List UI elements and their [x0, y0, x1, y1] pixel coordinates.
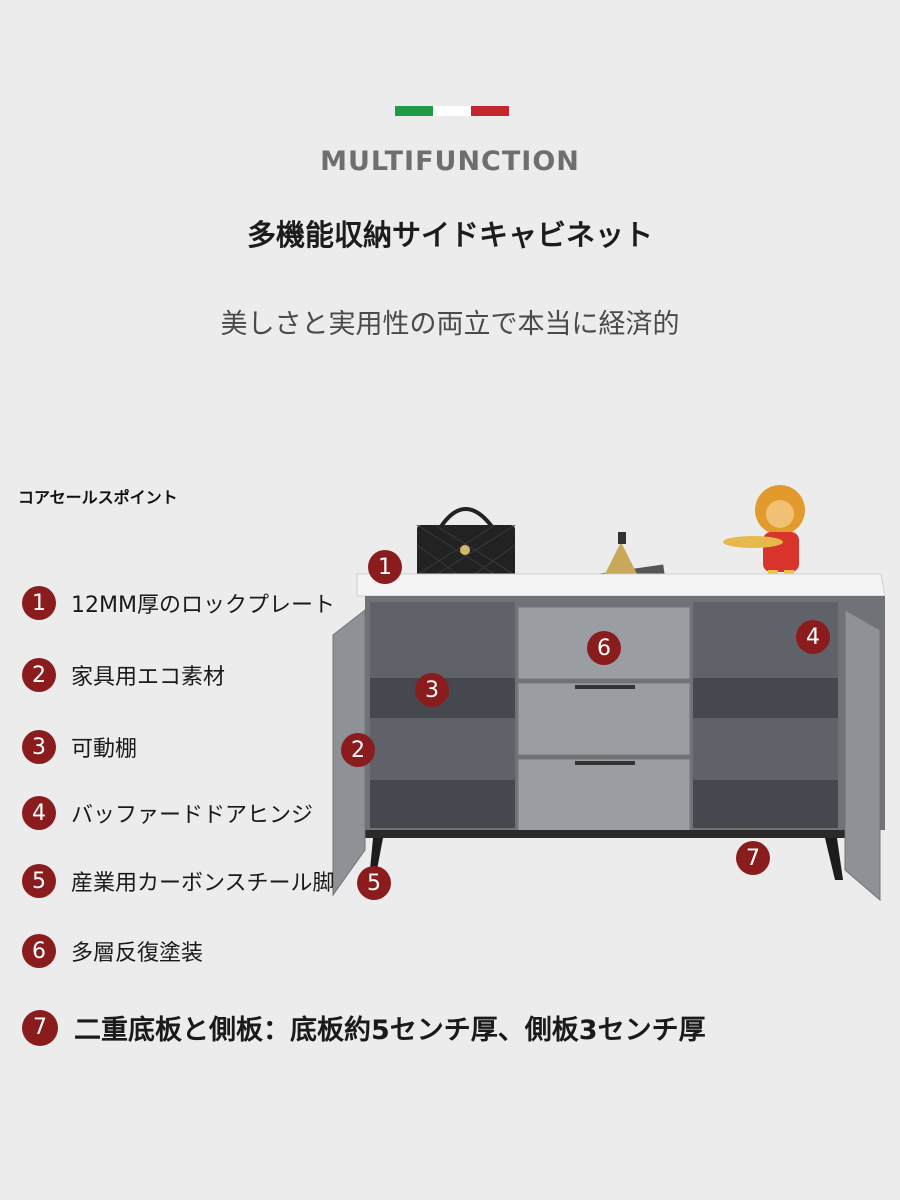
flag-green-stripe [395, 106, 433, 116]
callout-badge-7: 7 [736, 841, 770, 875]
callout-badge-5: 5 [357, 866, 391, 900]
feature-number-badge: 7 [22, 1009, 58, 1046]
feature-item-7: 7 二重底板と側板：底板約5センチ厚、側板3センチ厚 [22, 1008, 706, 1047]
page-subtitle: 美しさと実用性の両立で本当に経済的 [220, 309, 680, 340]
feature-number-badge: 3 [22, 730, 56, 764]
feature-text: 家具用エコ素材 [71, 665, 226, 690]
callout-badge-4: 4 [796, 620, 830, 654]
page-title: 多機能収納サイドキャビネット [246, 218, 653, 252]
feature-item-6: 6 多層反復塗装 [22, 934, 203, 968]
feature-number-badge: 2 [22, 658, 56, 692]
brand-heading: MULTIFUNCTION [320, 146, 580, 177]
feature-number-badge: 1 [22, 586, 56, 620]
feature-text: バッファードドアヒンジ [71, 803, 314, 828]
feature-item-2: 2 家具用エコ素材 [22, 658, 225, 692]
sideboard-cabinet-image [332, 485, 885, 902]
feature-text: 可動棚 [71, 737, 138, 762]
feature-text: 多層反復塗装 [71, 941, 204, 966]
feature-item-3: 3 可動棚 [22, 730, 137, 764]
selling-points-title: コアセールスポイント [18, 488, 178, 507]
handbag-icon [416, 507, 516, 588]
flag-red-stripe [471, 106, 509, 116]
flag-white-stripe [433, 106, 471, 116]
feature-number-badge: 5 [22, 864, 56, 898]
callout-badge-3: 3 [415, 673, 449, 707]
lion-figurine-icon [723, 485, 805, 584]
feature-number-badge: 6 [22, 934, 56, 968]
feature-number-badge: 4 [22, 796, 56, 830]
feature-item-4: 4 バッファードドアヒンジ [22, 796, 313, 830]
feature-text: 産業用カーボンスチール脚 [71, 871, 335, 896]
feature-item-1: 1 12MM厚のロックプレート [22, 586, 335, 620]
italian-flag-icon [395, 106, 509, 116]
feature-text: 12MM厚のロックプレート [71, 593, 335, 618]
callout-badge-1: 1 [368, 550, 402, 584]
feature-item-5: 5 産業用カーボンスチール脚 [22, 864, 335, 898]
callout-badge-2: 2 [341, 733, 375, 767]
feature-text: 二重底板と側板：底板約5センチ厚、側板3センチ厚 [74, 1015, 706, 1046]
callout-badge-6: 6 [587, 631, 621, 665]
